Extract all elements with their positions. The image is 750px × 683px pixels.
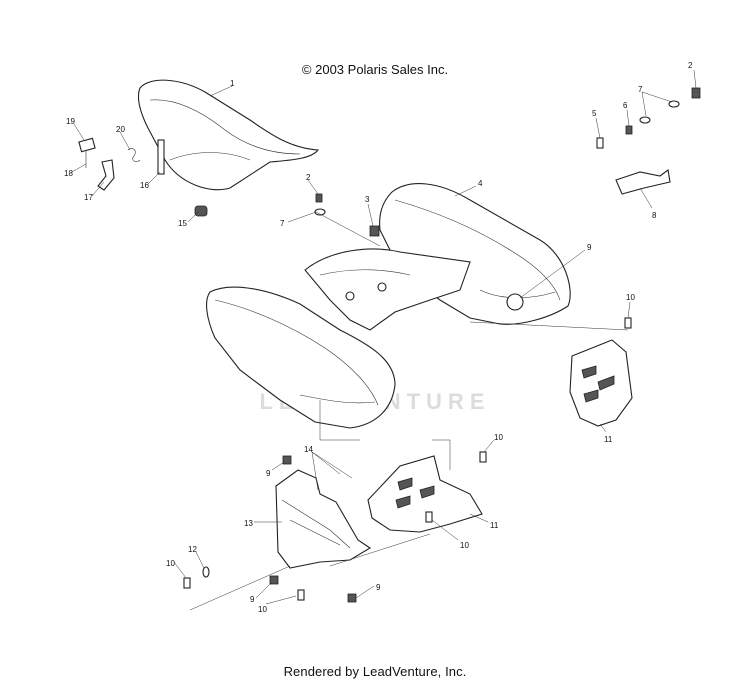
callout-11-right: 11 (604, 435, 613, 444)
callout-19: 19 (66, 117, 75, 126)
callout-10-left: 10 (166, 559, 175, 568)
callout-15: 15 (178, 219, 187, 228)
callout-2-top-right: 2 (688, 61, 693, 70)
footrest-bracket-part[interactable] (275, 469, 372, 569)
lower-guard-part[interactable] (367, 455, 483, 533)
callout-20: 20 (116, 125, 125, 134)
front-fender-part[interactable] (206, 286, 396, 429)
callout-8: 8 (652, 211, 657, 220)
callout-14: 14 (304, 445, 313, 454)
callout-5: 5 (592, 109, 597, 118)
leader-lines (71, 69, 697, 611)
callout-6: 6 (623, 101, 628, 110)
callout-18: 18 (64, 169, 73, 178)
fasteners[interactable] (183, 87, 701, 603)
callout-4: 4 (478, 179, 483, 188)
callout-10-bottom: 10 (258, 605, 267, 614)
callout-13: 13 (244, 519, 253, 528)
callout-9-right: 9 (587, 243, 592, 252)
callout-9-bottom-right: 9 (376, 583, 381, 592)
callout-12: 12 (188, 545, 197, 554)
callout-10-right: 10 (626, 293, 635, 302)
callout-17: 17 (84, 193, 93, 202)
copyright-notice: © 2003 Polaris Sales Inc. (301, 62, 449, 77)
callout-16: 16 (140, 181, 149, 190)
callout-9-left: 9 (266, 469, 271, 478)
rubber-bumper-part[interactable] (194, 205, 208, 217)
fender-frame-part[interactable] (304, 248, 471, 331)
callout-10-lower-guard: 10 (460, 541, 469, 550)
mount-bracket-part[interactable] (615, 169, 671, 195)
callout-10-center: 10 (494, 433, 503, 442)
callout-7-top-right: 7 (638, 85, 643, 94)
seat-part[interactable] (137, 79, 320, 191)
right-guard-part[interactable] (569, 339, 633, 427)
callout-2-center: 2 (306, 173, 311, 182)
callout-3: 3 (365, 195, 370, 204)
callout-7-center: 7 (280, 219, 285, 228)
seat-latch-parts[interactable] (78, 137, 141, 191)
callout-1: 1 (230, 79, 235, 88)
callout-9-bottom: 9 (250, 595, 255, 604)
rendered-by-footer: Rendered by LeadVenture, Inc. (283, 664, 467, 679)
callout-11-lower: 11 (490, 521, 499, 530)
